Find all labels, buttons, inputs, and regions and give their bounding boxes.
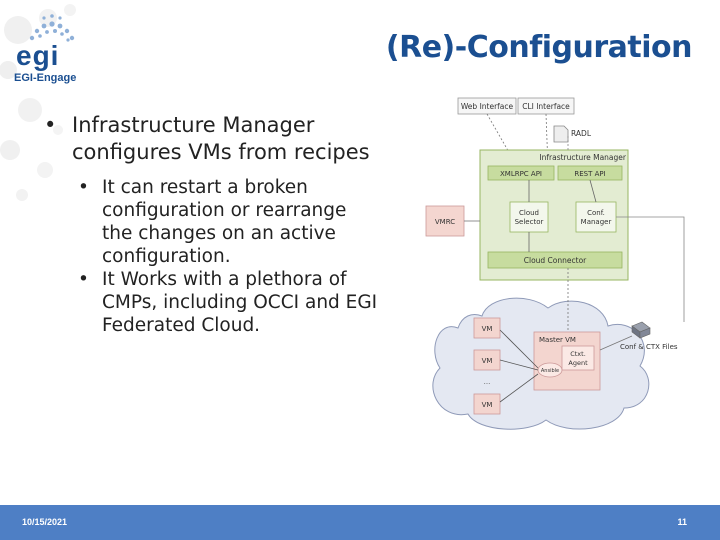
vm-ellipsis: ... bbox=[484, 378, 491, 386]
footer-date: 10/15/2021 bbox=[22, 517, 68, 527]
ctxt-agent-label-2: Agent bbox=[568, 359, 588, 367]
rest-api-label: REST API bbox=[574, 170, 605, 178]
ansible-label: Ansible bbox=[541, 368, 559, 374]
sub-bullet-item: It can restart a broken configuration or… bbox=[40, 176, 380, 268]
vm-box-1 bbox=[473, 317, 501, 339]
conf-manager-label-1: Conf. bbox=[587, 209, 605, 217]
architecture-diagram: Web Interface CLI Interface RADL Infrast… bbox=[425, 97, 685, 430]
conf-manager-label-2: Manager bbox=[581, 218, 612, 226]
vmrc-box bbox=[425, 205, 465, 237]
slide-title: (Re)-Configuration bbox=[385, 30, 693, 65]
infrastructure-manager-label: Infrastructure Manager bbox=[539, 153, 626, 162]
radl-doc-icon bbox=[553, 125, 569, 143]
cli-interface-label: CLI Interface bbox=[522, 102, 570, 111]
xmlrpc-api-box bbox=[487, 165, 555, 181]
cloud-connector-box bbox=[487, 251, 623, 269]
sub-bullet-item: It Works with a plethora of CMPs, includ… bbox=[40, 268, 380, 337]
logo-subtitle: EGI-Engage bbox=[14, 72, 77, 84]
vm-label-2: VM bbox=[482, 357, 493, 365]
cloud-connector-label: Cloud Connector bbox=[524, 256, 587, 265]
logo-dots bbox=[29, 14, 75, 42]
egi-logo bbox=[10, 10, 95, 90]
vm-label-3: VM bbox=[482, 401, 493, 409]
page-number: 11 bbox=[677, 517, 687, 527]
radl-label: RADL bbox=[571, 129, 592, 138]
ctxt-agent-box bbox=[561, 345, 595, 371]
vm-label-1: VM bbox=[482, 325, 493, 333]
vm-box-3 bbox=[473, 393, 501, 415]
conf-manager-box bbox=[575, 201, 617, 233]
web-interface-label: Web Interface bbox=[461, 102, 514, 111]
conf-files-label: Conf & CTX Files bbox=[620, 343, 678, 351]
xmlrpc-api-label: XMLRPC API bbox=[500, 170, 542, 178]
cloud-selector-label-1: Cloud bbox=[519, 209, 539, 217]
logo-wordmark: egi bbox=[16, 40, 60, 71]
cloud-selector-box bbox=[509, 201, 549, 233]
master-vm-label: Master VM bbox=[539, 336, 576, 344]
slide-body: Infrastructure Manager configures VMs fr… bbox=[40, 112, 380, 337]
footer-bar: 10/15/2021 11 bbox=[0, 505, 720, 540]
bullet-item: Infrastructure Manager configures VMs fr… bbox=[40, 112, 380, 166]
conf-files-icon bbox=[631, 321, 651, 339]
cloud-selector-label-2: Selector bbox=[515, 218, 544, 226]
ctxt-agent-label-1: Ctxt. bbox=[570, 350, 586, 358]
vmrc-label: VMRC bbox=[435, 218, 455, 226]
